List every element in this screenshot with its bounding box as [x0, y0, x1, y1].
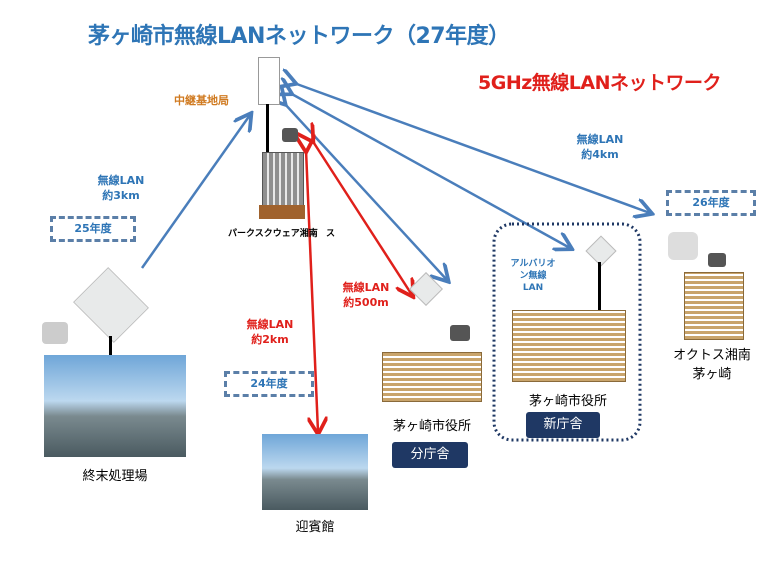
year-badge-25: 25年度	[50, 216, 136, 242]
link-type: 無線LAN	[342, 281, 390, 294]
relay-radio-unit	[282, 128, 298, 142]
page-title: 茅ヶ崎市無線LANネットワーク（27年度）	[88, 24, 510, 49]
link-3km	[140, 115, 250, 269]
annex-building-icon	[382, 352, 482, 402]
sewage-plant-photo	[44, 355, 186, 457]
octos-building-icon	[684, 272, 744, 340]
newhall-label: 茅ヶ崎市役所	[528, 394, 607, 409]
newhall-cable	[598, 262, 601, 312]
link-distance: 約2km	[251, 333, 289, 346]
octos-camera-icon	[668, 232, 698, 260]
newhall-group-border	[492, 222, 642, 442]
octos-name: オクトス湘南	[673, 348, 751, 363]
octos-label: オクトス湘南茅ヶ崎	[664, 344, 760, 382]
octos-city: 茅ヶ崎	[692, 367, 732, 382]
octos-radio-unit	[708, 253, 726, 267]
relay-building-label: パークスクウェア湘南	[228, 229, 318, 239]
link-type: 無線LAN	[246, 318, 294, 331]
note-line: LAN	[522, 283, 544, 293]
relay-cable	[266, 104, 269, 154]
annex-badge: 分庁舎	[392, 442, 468, 468]
link-500m	[312, 140, 412, 295]
link-distance: 約4km	[581, 148, 619, 161]
link-type: 無線LAN	[97, 174, 145, 187]
relay-building-base	[259, 205, 305, 219]
relay-antenna-panel	[258, 57, 280, 105]
camera-icon	[42, 322, 68, 344]
sewage-plant-label: 終末処理場	[82, 469, 148, 484]
newhall-note: アルバリオン無線 LAN	[508, 258, 558, 294]
guesthouse-photo	[262, 434, 368, 510]
relay-label: 中継基地局	[174, 94, 229, 107]
note-line: ン無線	[519, 271, 547, 281]
note-line: アルバリオ	[510, 259, 556, 269]
link-type: 無線LAN	[576, 133, 624, 146]
relay-building-icon	[262, 152, 304, 208]
annex-label: 茅ヶ崎市役所	[392, 419, 471, 434]
link-distance: 約500m	[343, 296, 389, 309]
link-3km-label: 無線LAN 約3km	[96, 173, 146, 203]
guesthouse-label: 迎賓館	[295, 520, 335, 535]
link-2km	[306, 150, 318, 432]
year-badge-24: 24年度	[224, 371, 314, 397]
annex-radio-unit	[450, 325, 470, 341]
link-2km-label: 無線LAN 約2km	[240, 317, 300, 347]
ap-cable	[109, 336, 112, 356]
relay-building-suffix: ス	[326, 229, 336, 239]
link-500m-label: 無線LAN 約500m	[336, 280, 396, 310]
newhall-building-icon	[512, 310, 626, 382]
link-4km-label: 無線LAN 約4km	[570, 132, 630, 162]
year-badge-26: 26年度	[666, 190, 756, 216]
newhall-badge: 新庁舎	[526, 412, 600, 438]
link-distance: 約3km	[102, 189, 140, 202]
